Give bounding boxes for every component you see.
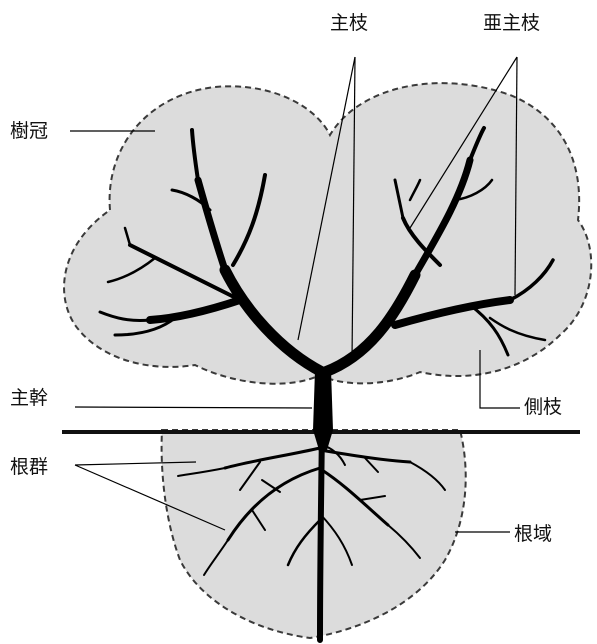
root-zone-region bbox=[162, 430, 466, 638]
lateral-branch-label: 側枝 bbox=[524, 398, 562, 417]
sub-main-branch-label: 亜主枝 bbox=[483, 14, 540, 33]
root-group-label: 根群 bbox=[10, 458, 48, 477]
trunk-label: 主幹 bbox=[10, 389, 48, 408]
crown-region bbox=[64, 83, 591, 384]
main-branch-label: 主枝 bbox=[330, 14, 368, 33]
root-zone-label: 根域 bbox=[514, 525, 552, 544]
crown-label: 樹冠 bbox=[10, 122, 48, 141]
